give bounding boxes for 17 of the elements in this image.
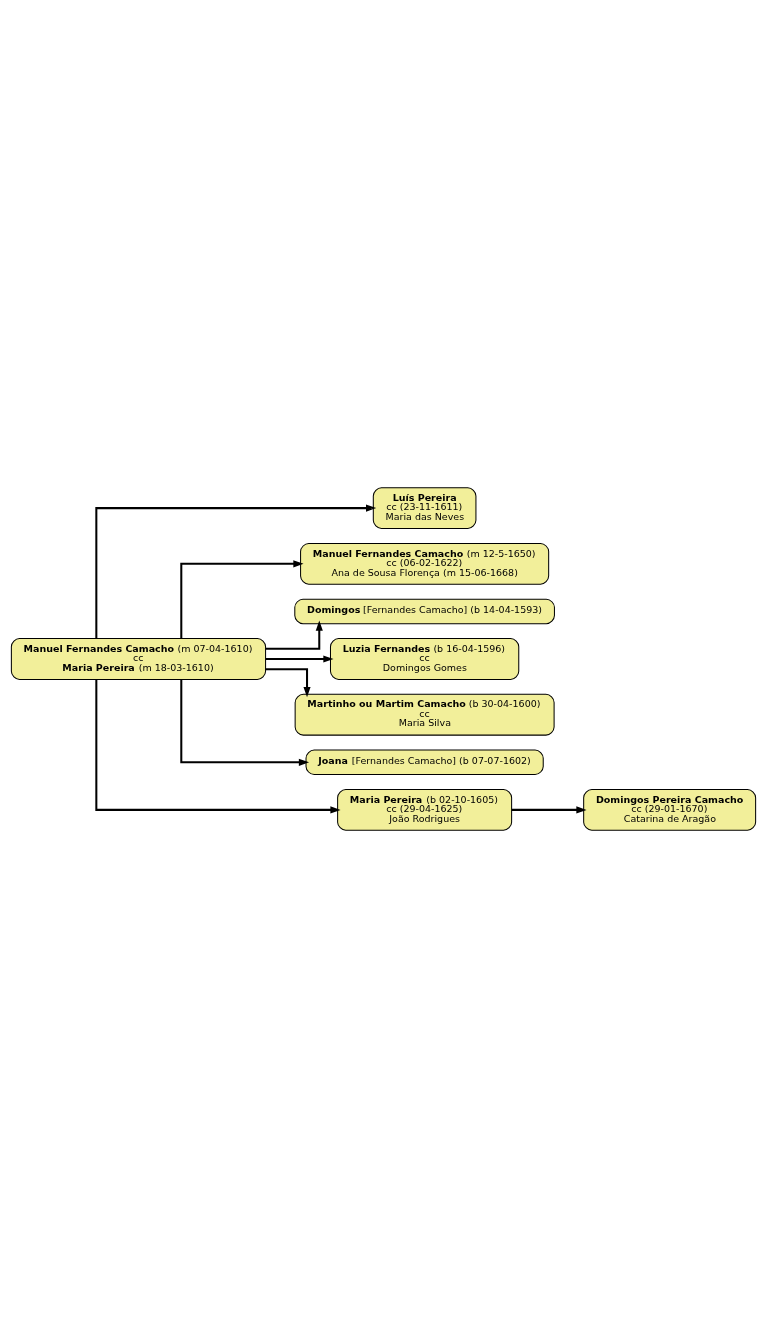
node-box: Manuel Fernandes Camacho (m 07-04-1610) cc Maria Pereira (m 18-03-1610) (10, 637, 267, 680)
arrow (265, 654, 334, 663)
node-box: Manuel Fernandes Camacho (m 12-5-1650) cc (06-02-1622) Ana de Sousa Florença (m 15-06-1668) (300, 542, 550, 585)
node-box: Domingos Pereira Camacho cc (29-01-1670) Catarina de Aragão (583, 788, 757, 831)
node-box: Joana [Fernandes Camacho] (b 07-07-1602) (305, 749, 544, 775)
arrow (265, 620, 323, 650)
arrow (511, 805, 587, 813)
arrow (180, 678, 310, 766)
arrow (265, 667, 311, 697)
node-box: Domingos [Fernandes Camacho] (b 14-04-1593) (294, 598, 555, 624)
arrow (95, 679, 341, 813)
arrow (95, 504, 377, 638)
node-box: Luís Pereira cc (23-11-1611) Maria das Neves (372, 486, 477, 529)
node-box: Luzia Fernandes (b 16-04-1596) cc Domingos Gomes (329, 637, 520, 680)
node-box: Maria Pereira (b 02-10-1605) cc (29-04-1625) João Rodrigues (337, 788, 513, 831)
arrow (180, 559, 304, 639)
node-box: Martinho ou Martim Camacho (b 30-04-1600) cc Maria Silva (294, 693, 555, 736)
